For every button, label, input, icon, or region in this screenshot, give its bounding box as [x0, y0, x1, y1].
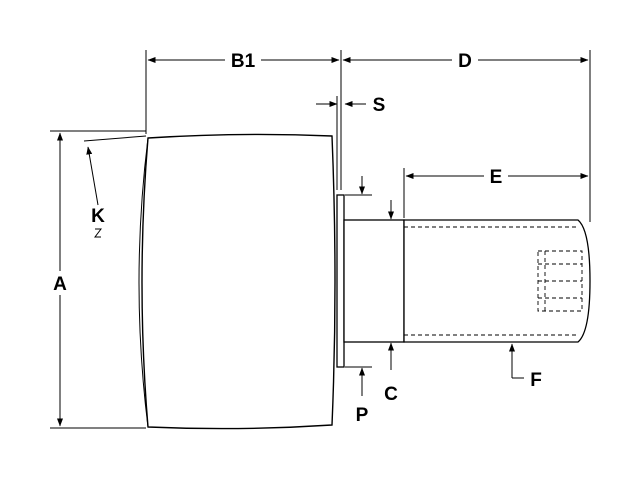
label-f: F: [530, 370, 542, 391]
dimension-k: K: [83, 135, 147, 238]
label-a: A: [53, 274, 67, 295]
dimension-s: S: [316, 95, 385, 190]
flange: [336, 194, 345, 368]
dimension-a: A: [49, 132, 71, 427]
label-e: E: [490, 167, 503, 188]
label-s: S: [373, 95, 386, 116]
dimension-f: F: [509, 343, 542, 391]
dimension-p: P: [345, 176, 372, 426]
label-b1: B1: [231, 51, 256, 72]
label-k: K: [91, 206, 105, 227]
extension-lines: [50, 50, 591, 429]
label-c: C: [384, 384, 398, 405]
dimension-c: C: [380, 200, 402, 405]
dimension-b1: B1: [147, 49, 340, 72]
label-d: D: [458, 51, 472, 72]
stud-shank: [343, 219, 405, 343]
threaded-stud: [403, 219, 591, 343]
label-p: P: [356, 405, 369, 426]
outer-roller: [138, 133, 336, 430]
dimension-e: E: [405, 165, 589, 188]
dimension-d: D: [342, 49, 589, 72]
